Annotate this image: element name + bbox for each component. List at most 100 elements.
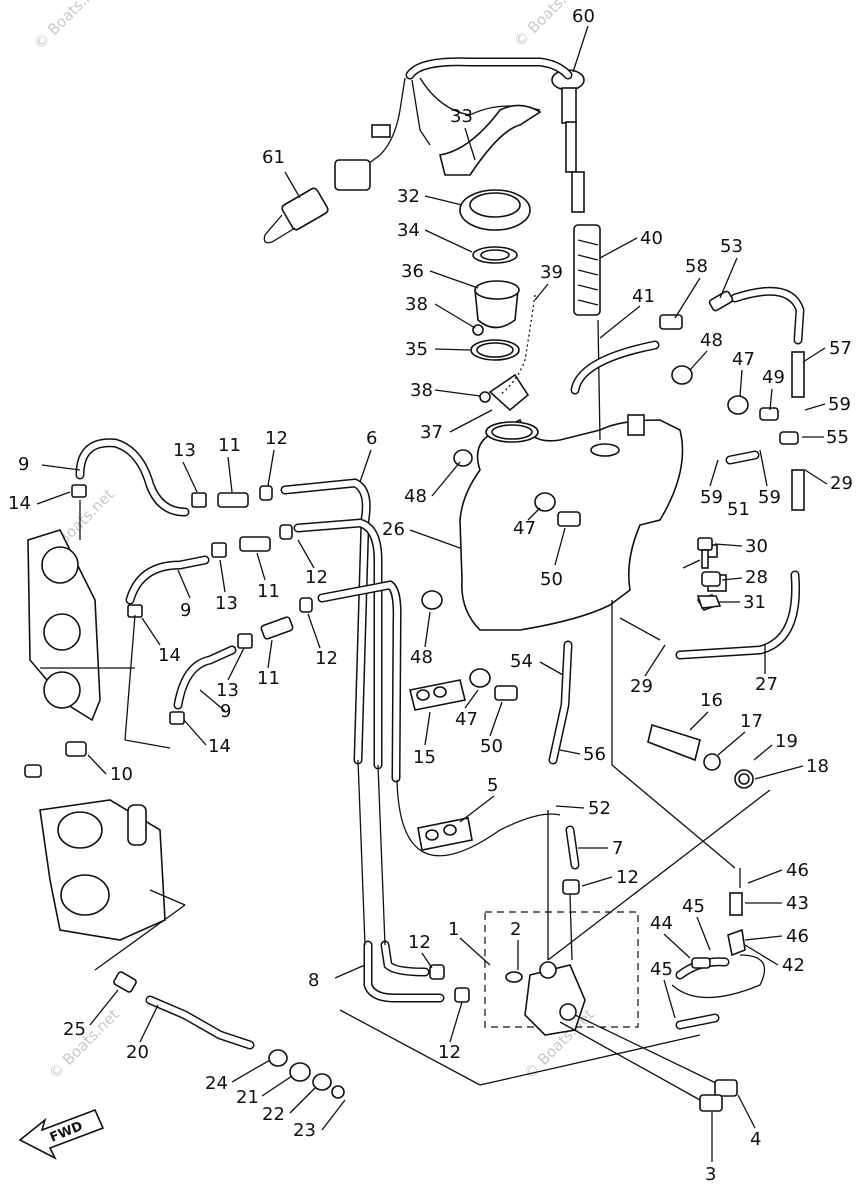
- callout-50: 50: [540, 569, 563, 590]
- callout-7: 7: [612, 838, 623, 859]
- callout-18: 18: [806, 756, 829, 777]
- callout-52: 52: [588, 798, 611, 819]
- callout-37: 37: [420, 422, 443, 443]
- callout-33: 33: [450, 106, 473, 127]
- callout-12: 12: [265, 428, 288, 449]
- callout-55: 55: [826, 427, 849, 448]
- engine-block-left: [24, 529, 166, 941]
- callout-29b: 29: [630, 676, 653, 697]
- callout-5: 5: [487, 775, 498, 796]
- callout-50b: 50: [480, 736, 503, 757]
- fwd-arrow: FWD: [18, 1108, 105, 1160]
- callout-58: 58: [685, 256, 708, 277]
- callout-46: 46: [786, 860, 809, 881]
- callout-9: 9: [18, 454, 29, 475]
- callout-57: 57: [829, 338, 852, 359]
- callout-44: 44: [650, 913, 673, 934]
- callout-60: 60: [572, 6, 595, 27]
- callout-59c: 59: [758, 487, 781, 508]
- callout-16: 16: [700, 690, 723, 711]
- callout-47: 47: [732, 349, 755, 370]
- filler-cap-assembly: [459, 189, 536, 412]
- callout-leaders: [36, 25, 828, 1162]
- callout-45: 45: [682, 896, 705, 917]
- callout-9c: 9: [220, 701, 231, 722]
- tank-grommets: [421, 449, 581, 701]
- callout-14: 14: [8, 493, 31, 514]
- hose-brackets: [409, 679, 473, 851]
- hoses-9: [75, 438, 237, 710]
- watermark: © Boats.net: [30, 0, 108, 53]
- callout-8: 8: [308, 970, 319, 991]
- callout-59: 59: [828, 394, 851, 415]
- pump-fittings: [671, 892, 766, 1030]
- oil-level-sender: [551, 69, 601, 441]
- callout-39: 39: [540, 262, 563, 283]
- callout-31: 31: [743, 592, 766, 613]
- callout-13c: 13: [216, 680, 239, 701]
- callout-30: 30: [745, 536, 768, 557]
- oil-pump: [484, 911, 738, 1112]
- callout-22: 22: [262, 1104, 285, 1125]
- callout-9b: 9: [180, 600, 191, 621]
- callout-15: 15: [413, 747, 436, 768]
- vertical-hoses-center: [547, 640, 580, 961]
- callout-12c: 12: [315, 648, 338, 669]
- callout-48c: 48: [410, 647, 433, 668]
- callout-11c: 11: [257, 668, 280, 689]
- callout-42: 42: [782, 955, 805, 976]
- callout-26: 26: [382, 519, 405, 540]
- callout-51: 51: [727, 499, 750, 520]
- callout-34: 34: [397, 220, 420, 241]
- callout-36: 36: [401, 261, 424, 282]
- strap: [439, 104, 542, 176]
- watermark: © Boats.net: [45, 1005, 123, 1083]
- callout-54: 54: [510, 651, 533, 672]
- callout-labels: 60 33 61 32 34 40 53 36 39 58 41 38 48 3…: [8, 6, 853, 1185]
- callout-12e: 12: [408, 932, 431, 953]
- callout-43: 43: [786, 893, 809, 914]
- callout-46b: 46: [786, 926, 809, 947]
- callout-13b: 13: [215, 593, 238, 614]
- callout-20: 20: [126, 1042, 149, 1063]
- reference-lines: [40, 500, 771, 1086]
- callout-1: 1: [448, 919, 459, 940]
- check-valves: [191, 492, 294, 649]
- callout-48b: 48: [404, 486, 427, 507]
- callout-32: 32: [397, 186, 420, 207]
- callout-10: 10: [110, 764, 133, 785]
- callout-11: 11: [218, 435, 241, 456]
- callout-53: 53: [720, 236, 743, 257]
- bolt-and-clamp-28-31: [696, 537, 722, 609]
- fitting-16-19: [647, 723, 754, 789]
- callout-12d: 12: [616, 867, 639, 888]
- callout-25: 25: [63, 1019, 86, 1040]
- lower-pipe: [113, 971, 345, 1099]
- callout-41: 41: [632, 286, 655, 307]
- callout-2: 2: [510, 919, 521, 940]
- callout-4: 4: [750, 1129, 761, 1150]
- callout-38: 38: [405, 294, 428, 315]
- callout-17: 17: [740, 711, 763, 732]
- clips-14: [71, 484, 185, 725]
- callout-23: 23: [293, 1120, 316, 1141]
- callout-12b: 12: [305, 567, 328, 588]
- callout-49: 49: [762, 367, 785, 388]
- callout-47b: 47: [513, 518, 536, 539]
- callout-35: 35: [405, 339, 428, 360]
- callout-59b: 59: [700, 487, 723, 508]
- oil-hoses-right: [570, 286, 805, 660]
- callout-21: 21: [236, 1087, 259, 1108]
- callout-19: 19: [775, 731, 798, 752]
- callout-29: 29: [830, 473, 853, 494]
- callout-28: 28: [745, 567, 768, 588]
- callout-48: 48: [700, 330, 723, 351]
- callout-14c: 14: [208, 736, 231, 757]
- callout-27: 27: [755, 674, 778, 695]
- callout-56: 56: [583, 744, 606, 765]
- callout-24: 24: [205, 1073, 228, 1094]
- callout-13: 13: [173, 440, 196, 461]
- wire-harness: [263, 57, 573, 244]
- callout-11b: 11: [257, 581, 280, 602]
